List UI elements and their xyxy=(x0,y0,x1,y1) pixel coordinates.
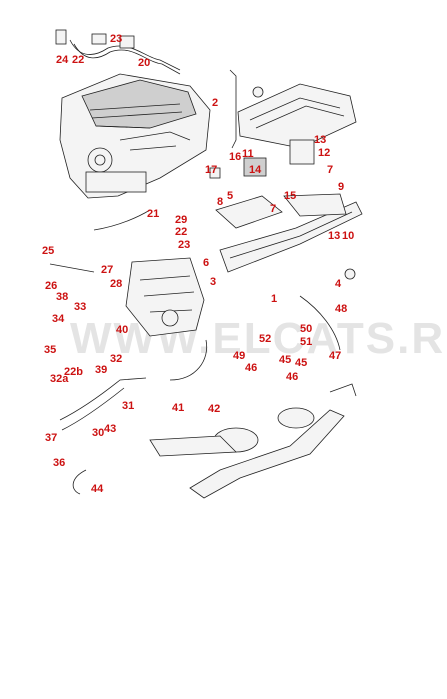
callout-36: 36 xyxy=(53,457,65,469)
callout-42: 42 xyxy=(208,403,220,415)
callout-20: 20 xyxy=(138,57,150,69)
callout-2: 2 xyxy=(212,97,218,109)
callout-45a: 45 xyxy=(279,354,291,366)
callout-22b: 22 xyxy=(175,226,187,238)
harness-top xyxy=(55,29,181,75)
callout-14: 14 xyxy=(249,164,262,176)
callout-4: 4 xyxy=(335,278,342,290)
callout-9: 9 xyxy=(338,181,344,193)
watermark: WWW.ELCATS.RU xyxy=(70,314,447,363)
callout-26: 26 xyxy=(45,280,57,292)
exhaust-system xyxy=(149,295,357,499)
callout-39: 39 xyxy=(95,364,107,376)
callout-43: 43 xyxy=(104,423,116,435)
callout-1: 1 xyxy=(271,293,277,305)
callout-32: 32 xyxy=(110,353,122,365)
callout-30: 30 xyxy=(92,427,104,439)
callout-49: 49 xyxy=(233,350,245,362)
callout-48: 48 xyxy=(335,303,347,315)
callout-35: 35 xyxy=(44,344,56,356)
callout-28: 28 xyxy=(110,278,122,290)
callout-labels-right: 45 46 xyxy=(286,357,307,383)
callout-29: 29 xyxy=(175,214,187,226)
callout-50: 50 xyxy=(300,323,312,335)
callout-13b: 13 xyxy=(328,230,340,242)
callout-labels: 23 24 22 20 2 13 16 11 14 12 17 7 5 15 9… xyxy=(42,33,354,495)
callout-7b: 7 xyxy=(270,203,276,215)
callout-45b: 45 xyxy=(295,357,307,369)
callout-11: 11 xyxy=(242,148,254,160)
callout-13: 13 xyxy=(314,134,326,146)
sensor-wires xyxy=(49,209,208,495)
callout-31: 31 xyxy=(122,400,134,412)
cover-tray xyxy=(229,69,357,149)
callout-23b: 23 xyxy=(178,239,190,251)
callout-46a: 46 xyxy=(245,362,257,374)
lower-engine xyxy=(125,257,205,337)
callout-46b: 46 xyxy=(286,371,298,383)
control-unit xyxy=(209,139,315,229)
callout-24: 24 xyxy=(56,54,69,66)
callout-37: 37 xyxy=(45,432,57,444)
callout-33: 33 xyxy=(74,301,86,313)
callout-6: 6 xyxy=(203,257,209,269)
callout-8: 8 xyxy=(217,196,223,208)
heat-shield-frame xyxy=(219,193,363,280)
callout-52: 52 xyxy=(259,333,271,345)
callout-40: 40 xyxy=(116,324,128,336)
callout-22: 22 xyxy=(72,54,84,66)
callout-25: 25 xyxy=(42,245,54,257)
callout-27: 27 xyxy=(101,264,113,276)
callout-17: 17 xyxy=(205,164,217,176)
callout-44: 44 xyxy=(91,483,104,495)
callout-12: 12 xyxy=(318,147,330,159)
callout-51: 51 xyxy=(300,336,312,348)
callout-47: 47 xyxy=(329,350,341,362)
callout-34: 34 xyxy=(52,313,65,325)
callout-7a: 7 xyxy=(327,164,333,176)
callout-21: 21 xyxy=(147,208,159,220)
callout-32a: 32a xyxy=(50,373,69,385)
callout-22b-lower: 22b xyxy=(64,366,83,378)
callout-23: 23 xyxy=(110,33,122,45)
callout-16: 16 xyxy=(229,151,241,163)
callout-5: 5 xyxy=(227,190,233,202)
callout-15: 15 xyxy=(284,190,296,202)
engine-assembly xyxy=(59,73,211,199)
callout-10: 10 xyxy=(342,230,354,242)
callout-3: 3 xyxy=(210,276,216,288)
callout-38: 38 xyxy=(56,291,68,303)
callout-41: 41 xyxy=(172,402,184,414)
